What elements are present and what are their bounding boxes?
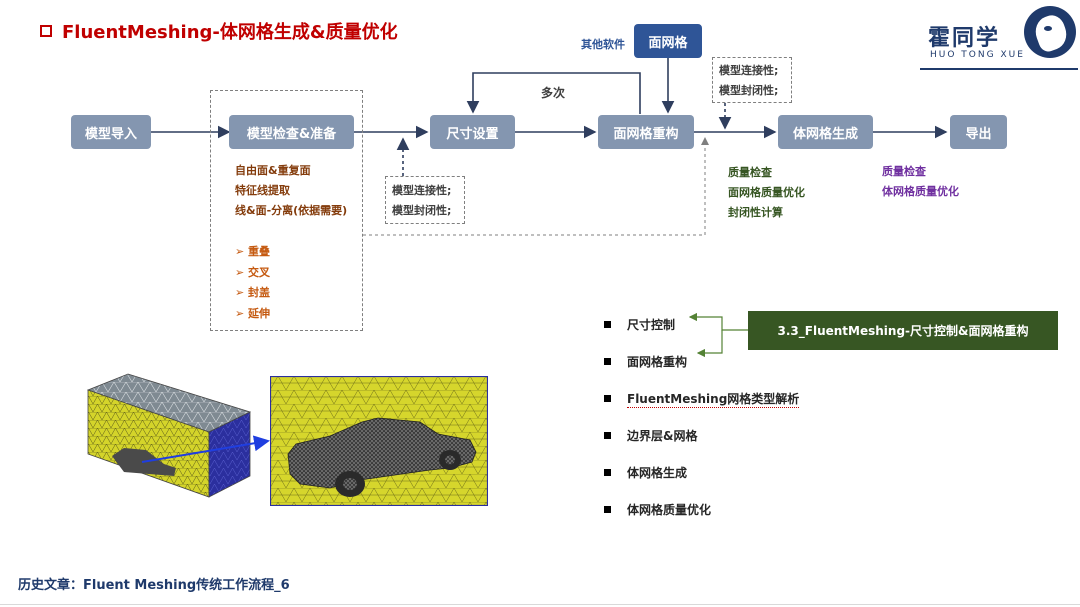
- volume-quality-item: 体网格质量优化: [882, 185, 959, 198]
- related-article-link[interactable]: 3.3_FluentMeshing-尺寸控制&面网格重构: [748, 311, 1058, 350]
- surface-quality-item: 封闭性计算: [728, 206, 783, 219]
- logo-text-en: HUO TONG XUE: [930, 50, 1025, 60]
- node-surface-mesh: 面网格: [634, 24, 702, 58]
- check-op-item: ➢ 封盖: [235, 286, 271, 299]
- check-details-box: [210, 90, 363, 331]
- check-item: 线&面-分离(依据需要): [235, 204, 348, 217]
- page-title: FluentMeshing-体网格生成&质量优化: [62, 22, 398, 43]
- logo: 霍同学 HUO TONG XUE: [920, 6, 1078, 70]
- volume-quality-list: 质量检查 体网格质量优化: [882, 162, 959, 202]
- arrow-bullet-icon: ➢: [235, 286, 249, 299]
- node-size-settings: 尺寸设置: [430, 115, 515, 149]
- square-bullet-icon: [604, 432, 611, 439]
- footer-history-article[interactable]: 历史文章：Fluent Meshing传统工作流程_6: [18, 578, 290, 593]
- check-op-item: ➢ 延伸: [235, 306, 271, 320]
- label-other-software: 其他软件: [581, 38, 625, 51]
- check-item: 自由面&重复面: [235, 164, 311, 177]
- square-bullet-icon: [604, 506, 611, 513]
- topic-item[interactable]: 面网格重构: [604, 343, 799, 380]
- node-surface-remesh: 面网格重构: [598, 115, 694, 149]
- check-ops-list: ➢ 重叠 ➢ 交叉 ➢ 封盖 ➢ 延伸: [235, 242, 270, 324]
- logo-underline: [920, 68, 1078, 70]
- check-op-item: ➢ 重叠: [235, 245, 271, 258]
- label-multiple: 多次: [541, 86, 566, 100]
- title-square-icon: [40, 25, 52, 37]
- logo-mascot-icon: [1024, 6, 1076, 58]
- arrow-bullet-icon: ➢: [235, 245, 249, 258]
- mesh-domain-image: [86, 373, 252, 498]
- check-item: 特征线提取: [235, 184, 290, 197]
- top-connectivity-box: 模型连接性; 模型封闭性;: [712, 57, 792, 103]
- node-model-check: 模型检查&准备: [229, 115, 354, 149]
- topic-item[interactable]: 尺寸控制: [604, 306, 799, 343]
- top-check-item: 模型连接性;: [719, 64, 779, 77]
- surface-quality-item: 面网格质量优化: [728, 186, 805, 199]
- topic-item[interactable]: 体网格质量优化: [604, 491, 799, 528]
- topic-item[interactable]: FluentMeshing网格类型解析: [604, 380, 800, 417]
- square-bullet-icon: [604, 395, 611, 402]
- logo-text-cn: 霍同学: [928, 26, 1001, 51]
- car-mesh-image: [270, 376, 488, 506]
- square-bullet-icon: [604, 469, 611, 476]
- topics-list: 尺寸控制 面网格重构 FluentMeshing网格类型解析 边界层&网格 体网…: [604, 306, 800, 528]
- footer-divider: [0, 604, 1080, 605]
- mid-connectivity-box: 模型连接性; 模型封闭性;: [385, 176, 465, 224]
- surface-quality-item: 质量检查: [728, 166, 772, 179]
- check-op-item: ➢ 交叉: [235, 265, 271, 279]
- mid-check-item: 模型连接性;: [392, 184, 452, 197]
- mid-check-item: 模型封闭性;: [392, 204, 452, 217]
- volume-quality-item: 质量检查: [882, 165, 926, 178]
- top-check-item: 模型封闭性;: [719, 84, 779, 97]
- surface-quality-list: 质量检查 面网格质量优化 封闭性计算: [728, 163, 805, 223]
- node-volume-mesh: 体网格生成: [778, 115, 873, 149]
- arrow-bullet-icon: ➢: [235, 306, 249, 320]
- arrow-bullet-icon: ➢: [235, 265, 249, 279]
- zoom-arrow: [141, 435, 270, 463]
- square-bullet-icon: [604, 358, 611, 365]
- node-export: 导出: [950, 115, 1007, 149]
- node-model-import: 模型导入: [71, 115, 151, 149]
- topic-item[interactable]: 体网格生成: [604, 454, 799, 491]
- topic-item[interactable]: 边界层&网格: [604, 417, 799, 454]
- square-bullet-icon: [604, 321, 611, 328]
- check-items-list: 自由面&重复面 特征线提取 线&面-分离(依据需要): [235, 161, 347, 221]
- title-bar: FluentMeshing-体网格生成&质量优化: [40, 18, 398, 44]
